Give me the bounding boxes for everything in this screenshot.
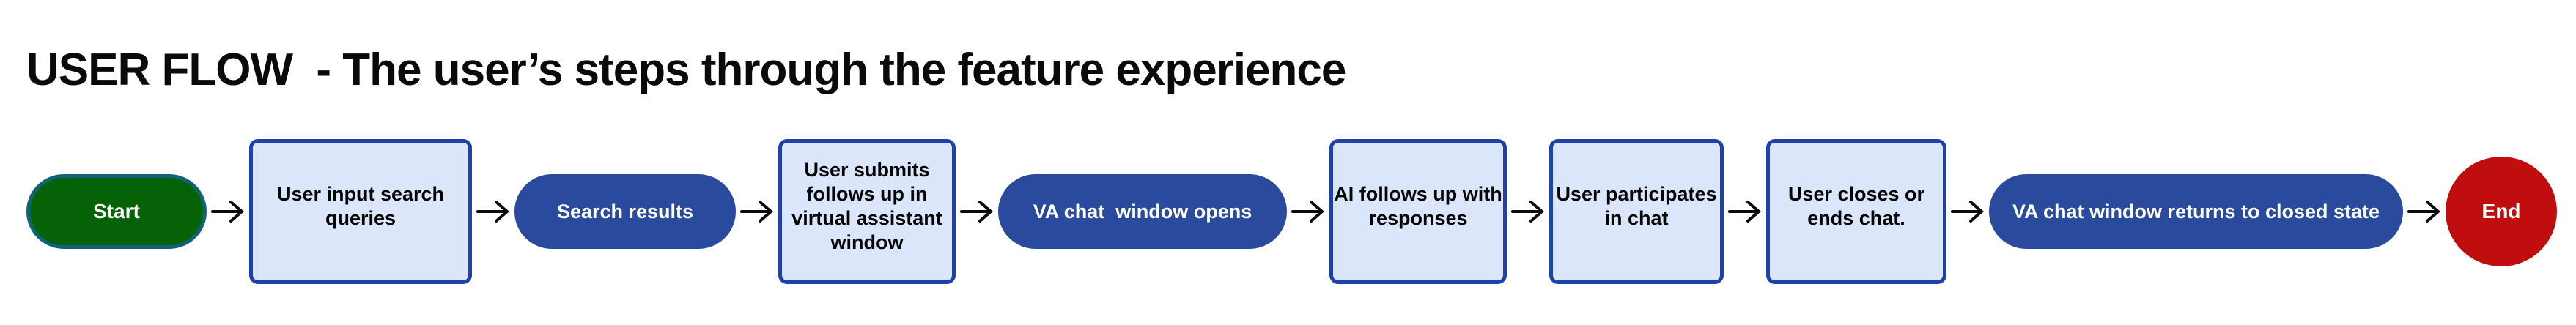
right-arrow-icon (1728, 201, 1762, 223)
flow-node-label: User closes or ends chat. (1787, 183, 1925, 229)
flow-arrow-4 (960, 197, 994, 226)
flow-node-user-closes-or-ends-chat: User closes or ends chat. (1766, 139, 1946, 284)
flow-arrow-7 (1728, 197, 1762, 226)
flow-node-ai-follows-up-with-responses: AI follows up with responses (1329, 139, 1507, 284)
right-arrow-icon (1951, 201, 1985, 223)
flow-node-label: AI follows up with responses (1334, 183, 1502, 229)
flow-node-end: End (2446, 157, 2557, 266)
flow-node-label: User participates in chat (1556, 183, 1717, 229)
right-arrow-icon (1291, 201, 1325, 223)
flow-node-user-participates-in-chat: User participates in chat (1549, 139, 1724, 284)
flow-node-search-results: Search results (514, 174, 736, 249)
flow-diagram: Start User input search queries Search r… (26, 139, 2557, 284)
flow-node-va-chat-window-opens: VA chat window opens (998, 174, 1287, 249)
flow-node-label: Search results (556, 200, 694, 223)
flow-arrow-1 (211, 197, 245, 226)
flow-arrow-2 (476, 197, 510, 226)
flow-node-label: User submits follows up in virtual assis… (791, 159, 942, 253)
right-arrow-icon (211, 201, 245, 223)
flow-node-label: VA chat window opens (1033, 200, 1252, 223)
flow-arrow-3 (740, 197, 774, 226)
flow-arrow-8 (1951, 197, 1985, 226)
flow-node-start: Start (26, 174, 207, 249)
right-arrow-icon (476, 201, 510, 223)
flow-node-start-label: Start (93, 199, 140, 223)
flow-node-label: VA chat window returns to closed state (2012, 200, 2380, 223)
right-arrow-icon (740, 201, 774, 223)
right-arrow-icon (2407, 201, 2441, 223)
flow-arrow-9 (2407, 197, 2441, 226)
flow-node-user-input-search-queries: User input search queries (249, 139, 472, 284)
flow-node-label: User input search queries (276, 183, 445, 229)
page-title: USER FLOW - The user’s steps through the… (26, 44, 1346, 95)
flow-arrow-5 (1291, 197, 1325, 226)
right-arrow-icon (1511, 201, 1545, 223)
flow-node-va-chat-window-returns: VA chat window returns to closed state (1989, 174, 2403, 249)
flow-node-end-label: End (2481, 199, 2521, 223)
right-arrow-icon (960, 201, 994, 223)
flow-arrow-6 (1511, 197, 1545, 226)
flow-node-user-submits-follow-ups: User submits follows up in virtual assis… (778, 139, 956, 284)
